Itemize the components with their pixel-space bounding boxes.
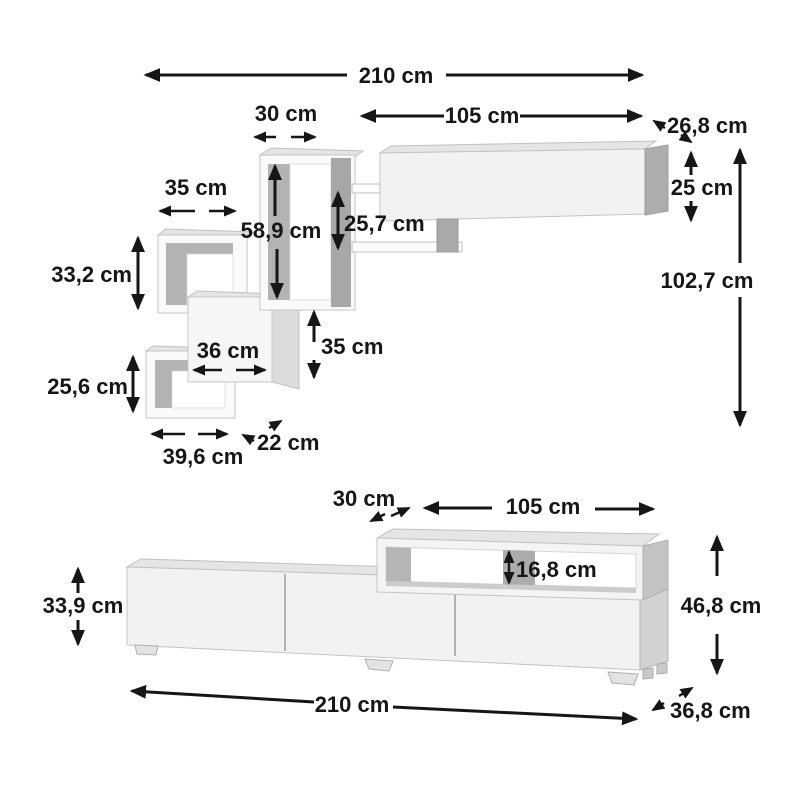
dim-wall-left-frame-height: 33,2 cm — [51, 235, 145, 311]
dim-wall-box-width: 36 cm — [192, 338, 267, 376]
wall-upper-shelf — [351, 183, 381, 194]
dim-arrow — [678, 131, 693, 144]
tv-hutch-sideface — [642, 539, 669, 601]
tv-hutch-bottom-lip — [386, 581, 636, 593]
dim-wall-bottom-frame-height-label: 25,6 cm — [47, 374, 128, 399]
wall-unit-diagram: 210 cm 30 cm 105 cm 26,8 cm 25 cm 102,7 … — [47, 63, 753, 469]
tv-hutch-inner-left-wall — [386, 547, 411, 582]
wall-cube-box — [186, 290, 300, 390]
wall-shelf-divider — [436, 218, 459, 253]
dim-wall-cabinet-depth: 26,8 cm — [652, 113, 748, 144]
dim-tv-total-width-label: 210 cm — [315, 692, 390, 717]
dim-arrow — [369, 511, 386, 523]
dim-wall-box-depth-label: 22 cm — [257, 430, 319, 455]
tv-stand-foot — [656, 662, 668, 675]
dim-arrow — [390, 506, 411, 518]
wall-tall-frame-opening — [289, 163, 332, 301]
tv-stand-foot — [364, 658, 394, 672]
dim-arrow — [268, 419, 283, 432]
dim-wall-cabinet-width: 105 cm — [359, 103, 644, 128]
dim-tv-hutch-depth-label: 30 cm — [333, 486, 395, 511]
dim-wall-lower-gap-label: 35 cm — [321, 334, 383, 359]
dim-wall-left-frame-height-label: 33,2 cm — [51, 262, 132, 287]
dim-wall-frame-width-label: 30 cm — [255, 101, 317, 126]
wall-lower-shelf — [351, 241, 463, 253]
dim-tv-total-height: 46,8 cm — [681, 534, 762, 676]
dim-tv-hutch-width: 105 cm — [422, 494, 656, 519]
dim-tv-base-height-label: 33,9 cm — [43, 593, 124, 618]
dim-wall-bottom-frame-width: 39,6 cm — [150, 428, 244, 469]
dim-wall-total-width: 210 cm — [143, 63, 645, 88]
dim-tv-total-depth: 36,8 cm — [651, 686, 751, 723]
dim-tv-hutch-opening-height: 16,8 cm — [503, 550, 597, 585]
dim-tv-total-width: 210 cm — [129, 684, 639, 726]
wall-left-frame-inner-top — [166, 243, 233, 254]
dim-wall-total-height: 102,7 cm — [661, 147, 754, 428]
dim-wall-frame-width: 30 cm — [253, 101, 317, 143]
wall-left-frame-inner-left — [166, 243, 187, 305]
dim-arrow — [678, 686, 694, 699]
wall-bottom-frame-inner-left — [155, 360, 172, 408]
dim-arrow — [651, 699, 666, 712]
tv-stand-diagram: 30 cm 105 cm 16,8 cm 33,9 cm 46,8 cm 210… — [43, 486, 762, 726]
dim-wall-left-frame-width: 35 cm — [158, 175, 237, 217]
tv-stand-foot — [607, 671, 639, 686]
dim-wall-tall-frame-height-label: 58,9 cm — [241, 218, 322, 243]
dim-wall-bottom-frame-height: 25,6 cm — [47, 354, 140, 414]
dim-tv-base-height: 33,9 cm — [43, 566, 124, 647]
dim-tv-total-depth-label: 36,8 cm — [670, 698, 751, 723]
wall-cube-sideface — [271, 298, 300, 390]
dim-wall-cabinet-height-label: 25 cm — [671, 175, 733, 200]
dim-tv-hutch-opening-height-label: 16,8 cm — [516, 557, 597, 582]
dim-wall-left-frame-width-label: 35 cm — [165, 175, 227, 200]
dim-arrow — [241, 433, 256, 446]
dim-tv-total-height-label: 46,8 cm — [681, 593, 762, 618]
dim-wall-shelf-gap: 25,7 cm — [331, 190, 425, 251]
dim-wall-shelf-gap-label: 25,7 cm — [344, 211, 425, 236]
dim-arrow — [652, 119, 667, 132]
wall-cabinet-endcap — [644, 144, 669, 216]
dim-wall-lower-gap: 35 cm — [307, 309, 383, 380]
dim-wall-total-height-label: 102,7 cm — [661, 268, 754, 293]
wall-cabinet — [378, 140, 669, 222]
dim-tv-hutch-width-label: 105 cm — [506, 494, 581, 519]
dim-wall-tall-frame-height: 58,9 cm — [241, 163, 322, 300]
dim-wall-total-width-label: 210 cm — [359, 63, 434, 88]
dim-wall-box-depth: 22 cm — [241, 419, 319, 455]
dim-wall-box-width-label: 36 cm — [197, 338, 259, 363]
dim-tv-hutch-depth: 30 cm — [333, 486, 411, 523]
dim-wall-bottom-frame-width-label: 39,6 cm — [163, 444, 244, 469]
tv-stand-foot — [642, 667, 654, 680]
dim-wall-cabinet-height: 25 cm — [671, 150, 733, 223]
dim-wall-cabinet-width-label: 105 cm — [445, 103, 520, 128]
tv-stand-foot — [134, 644, 159, 656]
dim-arrow — [392, 705, 639, 726]
dim-wall-cabinet-depth-label: 26,8 cm — [667, 113, 748, 138]
dim-arrow — [129, 684, 315, 704]
